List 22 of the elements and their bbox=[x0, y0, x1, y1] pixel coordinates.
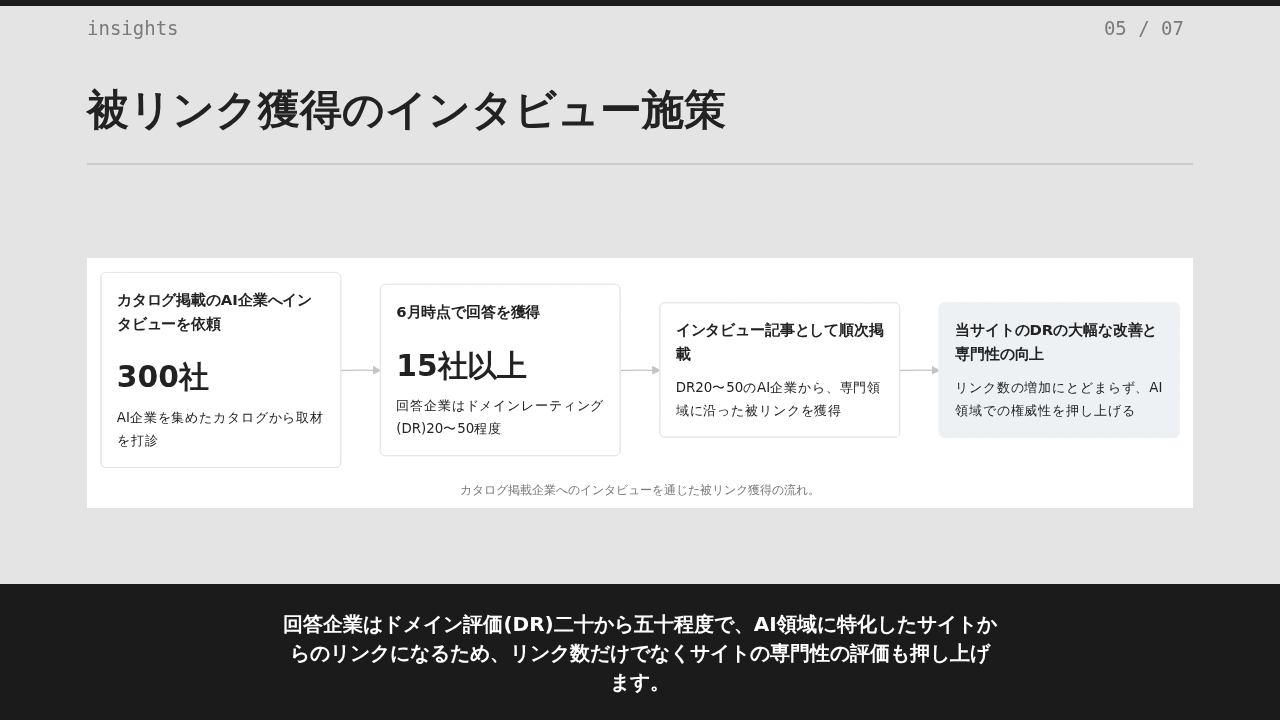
arrow bbox=[620, 365, 661, 375]
step-heading: カタログ掲載のAI企業へインタビューを依頼 bbox=[116, 290, 314, 335]
step-description: リンク数の増加にとどまらず、AI領域での権威性を押し上げる bbox=[955, 378, 1164, 420]
breadcrumb-text: insights bbox=[87, 17, 179, 39]
stat-number: 15社以上 bbox=[396, 346, 528, 385]
arrow bbox=[899, 365, 941, 375]
step-description: DR20〜50のAI企業から、専門領域に沿った被リンクを獲得 bbox=[675, 378, 883, 420]
process-box bbox=[659, 302, 901, 438]
step-heading: インタビュー記事として順次掲載 bbox=[675, 320, 884, 366]
step-heading: 当サイトのDRの大幅な改善と専門性の向上 bbox=[955, 320, 1159, 366]
step-description: 回答企業はドメインレーティング(DR)20〜50程度 bbox=[396, 396, 605, 438]
process-box bbox=[379, 283, 621, 457]
stat-number: 300社 bbox=[116, 358, 210, 397]
arrow bbox=[340, 365, 382, 375]
process-box bbox=[100, 271, 342, 469]
step-description: AI企業を集めたカタログから取材を打診 bbox=[116, 408, 325, 450]
slide-title: 被リンク獲得のインタビュー施策 bbox=[87, 84, 726, 136]
subtitle-text: 回答企業はドメイン評価(DR)二十から五十程度で、AI領域に特化したサイトからのリンクになるため、リンク数だけでなくサイトの専門性の評価も押し上げます。 bbox=[282, 611, 998, 696]
page-number: 05 / 07 bbox=[1103, 17, 1184, 39]
step-heading: 6月時点で回答を獲得 bbox=[396, 302, 542, 323]
figure-caption: カタログ掲載企業へのインタビューを通じた被リンク獲得の流れ。 bbox=[460, 482, 820, 499]
process-box bbox=[938, 302, 1180, 438]
